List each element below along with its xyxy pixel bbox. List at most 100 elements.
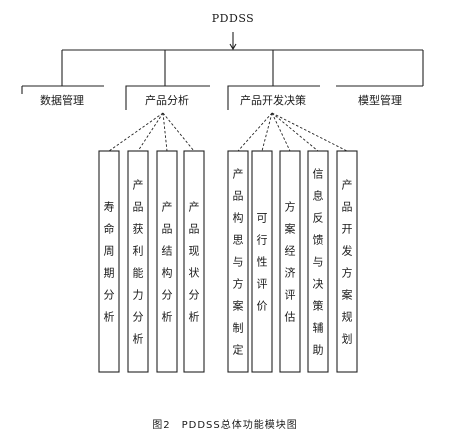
leaf-label-char: 能 [133, 266, 144, 280]
fan-connector [137, 112, 164, 152]
leaf-box [127, 150, 149, 373]
fan-connector [271, 112, 291, 152]
fan-connectors-product-decision [237, 112, 348, 152]
fan-connector [261, 112, 273, 152]
leaf-label-char: 产 [133, 178, 144, 192]
fan-connectors-product-analysis [108, 112, 195, 152]
leaf-label-char: 与 [313, 256, 324, 269]
leaf-label-char: 评 [257, 278, 268, 291]
leaf-label-char: 思 [233, 234, 244, 247]
leaf-label-char: 方 [342, 266, 353, 280]
branch-label-data-management: 数据管理 [40, 93, 84, 107]
branch-data-management: 数据管理 [21, 85, 104, 107]
leaf-label-char: 开 [342, 223, 353, 236]
leaf-label-char: 性 [257, 255, 268, 269]
leaf-box [183, 150, 205, 373]
leaf-label-char: 品 [233, 190, 244, 203]
leaf-label-char: 析 [189, 310, 200, 324]
leaf-label-char: 产 [162, 200, 173, 214]
leaf-label-char: 可 [257, 212, 268, 225]
leaf-label-char: 构 [233, 211, 244, 225]
leaf-label-char: 品 [342, 201, 353, 214]
leaf-label-char: 周 [104, 245, 115, 258]
leaf-label-char: 析 [104, 310, 115, 324]
leaf-label-char: 品 [189, 223, 200, 236]
leaf-label-char: 结 [162, 245, 173, 258]
leaf-box [156, 150, 178, 373]
fan-connector [162, 112, 195, 152]
leaf-label-char: 案 [342, 288, 353, 302]
leaf-label-char: 分 [162, 289, 173, 302]
fan-connector [108, 112, 164, 152]
leaf-label-char: 策 [313, 299, 324, 313]
leaf-label-char: 现 [189, 245, 200, 258]
root-arrow-icon [229, 43, 237, 51]
leaf-label-char: 定 [233, 343, 244, 357]
leaf-label-char: 析 [162, 310, 173, 324]
leaf-label-char: 寿 [104, 200, 115, 214]
leaf-label-char: 助 [313, 343, 324, 357]
leaf-label-char: 状 [189, 266, 200, 280]
leaf-box [307, 150, 329, 373]
leaf-box [279, 150, 301, 373]
leaf-label-char: 济 [285, 266, 296, 280]
leaf-label-char: 价 [257, 300, 268, 313]
leaf-label-char: 命 [104, 222, 115, 236]
fan-connector [271, 112, 348, 152]
leaf-label-char: 利 [133, 245, 144, 258]
leaf-label-char: 方 [285, 200, 296, 214]
leaf-label-char: 产 [189, 200, 200, 214]
leaf-label-char: 信 [313, 168, 324, 181]
leaf-label-char: 发 [342, 244, 353, 258]
fan-connector [271, 112, 319, 152]
leaf-label-char: 决 [313, 278, 324, 291]
leaf-label-char: 案 [285, 222, 296, 236]
leaf-box [336, 150, 358, 373]
leaf-label-char: 与 [233, 256, 244, 269]
branch-product-analysis: 产品分析 [125, 85, 210, 110]
leaf-label-char: 产 [342, 178, 353, 192]
leaf-label-char: 构 [162, 266, 173, 280]
figure-caption: 图2 PDDSS总体功能模块图 [152, 418, 298, 431]
leaf-label-char: 案 [233, 299, 244, 313]
branch-model-management: 模型管理 [336, 85, 423, 107]
leaf-label-char: 反 [313, 212, 324, 225]
leaf-label-char: 析 [133, 332, 144, 346]
leaf-label-char: 获 [133, 223, 144, 236]
leaf-box [227, 150, 249, 373]
leaf-label-char: 品 [162, 223, 173, 236]
leaf-label-char: 方 [233, 277, 244, 291]
leaf-label-char: 分 [133, 311, 144, 324]
branch-label-product-decision: 产品开发决策 [240, 93, 306, 107]
leaf-label-char: 期 [104, 267, 115, 280]
leaf-label-char: 估 [285, 311, 296, 324]
leaf-label-char: 行 [257, 234, 268, 247]
leaf-label-char: 制 [233, 322, 244, 335]
leaf-label-char: 馈 [313, 234, 324, 247]
leaf-label-char: 分 [104, 289, 115, 302]
leaf-label-char: 规 [342, 310, 353, 324]
leaf-label-char: 品 [133, 201, 144, 214]
fan-connector [237, 112, 273, 152]
leaf-label-char: 分 [189, 289, 200, 302]
branch-product-decision: 产品开发决策 [227, 85, 320, 110]
leaf-label-char: 经 [285, 245, 296, 258]
branch-label-model-management: 模型管理 [358, 93, 402, 107]
leaf-box [251, 150, 273, 373]
leaf-label-char: 息 [313, 189, 324, 203]
leaf-label-char: 划 [342, 333, 353, 346]
leaf-box [98, 150, 120, 373]
leaf-label-char: 评 [285, 289, 296, 302]
root-node-title: PDDSS [212, 12, 254, 25]
leaf-label-char: 产 [233, 167, 244, 181]
